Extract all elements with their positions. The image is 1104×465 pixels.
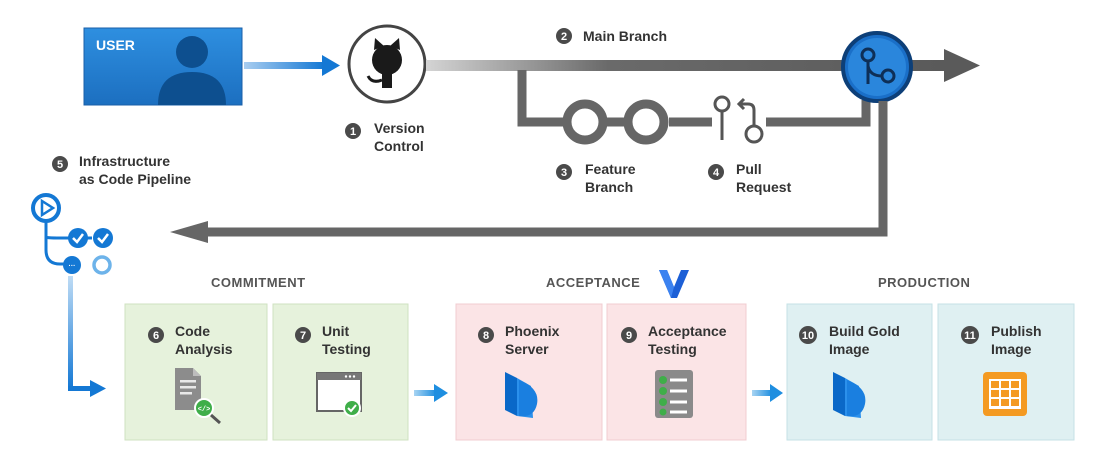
- svg-text:···: ···: [69, 263, 76, 270]
- packer-icon: [833, 372, 866, 418]
- svg-text:3: 3: [561, 167, 567, 179]
- svg-text:Server: Server: [505, 341, 549, 357]
- svg-text:Testing: Testing: [322, 341, 371, 357]
- svg-text:10: 10: [802, 330, 814, 342]
- svg-text:Testing: Testing: [648, 341, 697, 357]
- svg-text:7: 7: [300, 330, 306, 342]
- svg-text:1: 1: [350, 126, 356, 138]
- svg-text:8: 8: [483, 330, 489, 342]
- svg-text:Acceptance: Acceptance: [648, 323, 727, 339]
- grid-icon: [983, 372, 1027, 416]
- svg-text:</>: </>: [198, 406, 211, 414]
- stage-acceptance: ACCEPTANCE: [546, 275, 640, 290]
- svg-text:Image: Image: [829, 341, 870, 357]
- svg-text:Publish: Publish: [991, 323, 1042, 339]
- step-acceptance-testing-label: 9 Acceptance Testing: [621, 323, 727, 357]
- svg-text:Infrastructure: Infrastructure: [79, 153, 170, 169]
- svg-text:5: 5: [57, 159, 63, 171]
- stage-production: PRODUCTION: [878, 275, 970, 290]
- v-logo-icon: [659, 270, 689, 298]
- svg-text:4: 4: [713, 167, 720, 179]
- step-publish-image-label: 11 Publish Image: [961, 323, 1042, 357]
- packer-icon: [505, 372, 538, 418]
- feature-branch-line: [517, 70, 871, 127]
- stage-commitment: COMMITMENT: [211, 275, 306, 290]
- arrow-commit-to-accept: [414, 384, 448, 402]
- svg-text:as Code Pipeline: as Code Pipeline: [79, 171, 191, 187]
- pull-request-label: 4 Pull Request: [708, 161, 792, 195]
- user-box: USER: [83, 27, 243, 106]
- step-code-analysis-label: 6 Code Analysis: [148, 323, 233, 357]
- pipeline-to-steps-arrow: [68, 276, 106, 397]
- arrow-accept-to-prod: [752, 384, 783, 402]
- svg-text:9: 9: [626, 330, 632, 342]
- step-phoenix-server-label: 8 Phoenix Server: [478, 323, 560, 357]
- svg-text:Request: Request: [736, 179, 792, 195]
- step-build-gold-image-label: 10 Build Gold Image: [799, 323, 900, 357]
- code-file-search-icon: </>: [175, 368, 221, 425]
- svg-text:Code: Code: [175, 323, 210, 339]
- svg-text:6: 6: [153, 330, 159, 342]
- svg-text:Control: Control: [374, 138, 424, 154]
- step-unit-testing-label: 7 Unit Testing: [295, 323, 371, 357]
- feature-branch-label: 3 Feature Branch: [556, 161, 636, 195]
- svg-text:Main Branch: Main Branch: [583, 28, 667, 44]
- return-flow-line: [170, 101, 888, 243]
- iac-pipeline-label: 5 Infrastructure as Code Pipeline: [52, 153, 191, 187]
- svg-text:Image: Image: [991, 341, 1032, 357]
- svg-text:2: 2: [561, 31, 567, 43]
- svg-text:Analysis: Analysis: [175, 341, 233, 357]
- main-branch-label: 2 Main Branch: [556, 28, 667, 44]
- svg-text:Build Gold: Build Gold: [829, 323, 900, 339]
- svg-text:Pull: Pull: [736, 161, 762, 177]
- checklist-icon: [655, 370, 693, 418]
- svg-text:Version: Version: [374, 120, 425, 136]
- pipeline-icon: ···: [31, 193, 113, 275]
- svg-text:Feature: Feature: [585, 161, 636, 177]
- git-merge-icon: [841, 31, 913, 103]
- vcs-label: 1 Version Control: [345, 120, 425, 154]
- svg-text:Unit: Unit: [322, 323, 350, 339]
- user-label: USER: [96, 37, 135, 53]
- browser-check-icon: [316, 372, 362, 417]
- pull-request-icon: [713, 95, 764, 144]
- svg-text:11: 11: [964, 330, 976, 342]
- main-branch-line: [426, 49, 980, 82]
- user-to-vcs-arrow: [244, 55, 340, 76]
- feature-branch-circles: [562, 99, 669, 145]
- github-icon: [347, 24, 427, 104]
- person-icon: [158, 36, 226, 105]
- svg-text:Branch: Branch: [585, 179, 633, 195]
- svg-text:Phoenix: Phoenix: [505, 323, 560, 339]
